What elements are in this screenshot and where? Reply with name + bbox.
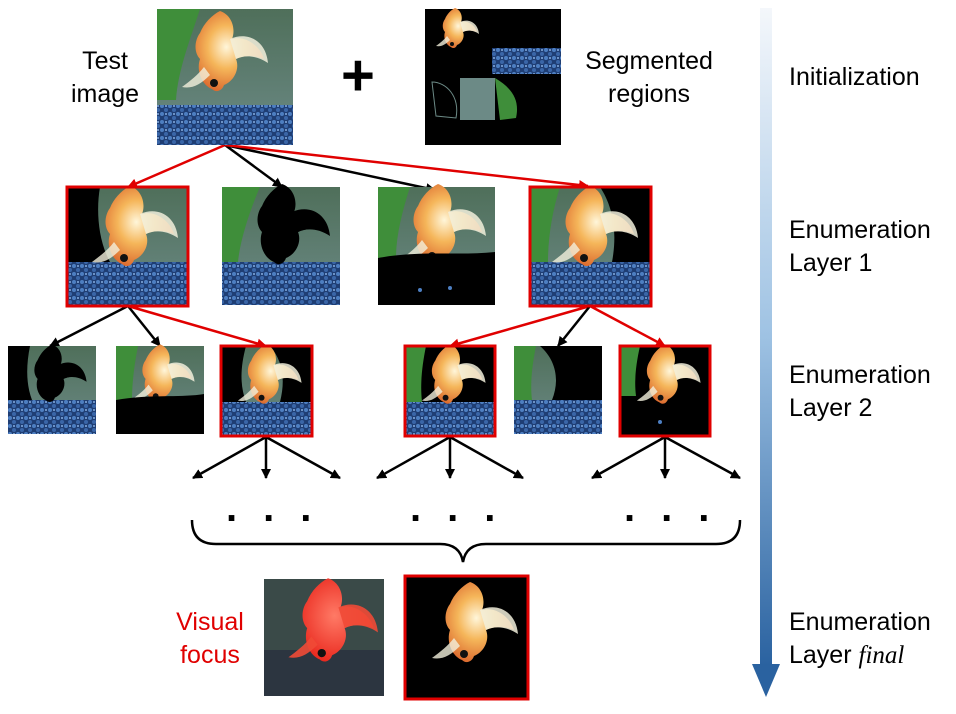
arrow-l1d-to-l2e (557, 305, 591, 347)
progress-bar (752, 8, 780, 697)
visual-focus-label: Visual focus (160, 606, 260, 672)
arrow-fan-1a (192, 435, 267, 480)
segmented-regions-label-line1: Segmented (585, 47, 713, 75)
arrow-root-to-l1-d (224, 143, 589, 190)
visual-focus-image (264, 578, 384, 696)
test-image-label: Test image (55, 45, 155, 111)
layer2-thumb-4-border (403, 344, 497, 438)
segmented-regions-label-line2: regions (608, 80, 690, 108)
layer1-thumb-3 (378, 184, 495, 305)
arrow-fan-1c (265, 435, 341, 480)
final-result-image-border (403, 574, 530, 701)
layer2-thumb-5 (514, 346, 602, 434)
arrow-l1a-to-l2c (127, 304, 267, 349)
layer2-connectors (192, 435, 741, 480)
layer1-thumb-2 (222, 184, 340, 305)
arrow-l1d-to-l2f (589, 304, 666, 348)
arrow-l1a-to-l2a (49, 304, 129, 348)
layer1-thumb-4-border (528, 185, 653, 308)
arrow-fan-2a (376, 435, 451, 480)
plus-sign: + (341, 43, 375, 108)
arrow-root-to-l1-a (127, 143, 226, 189)
root-connectors (127, 143, 589, 194)
stage-layer2-label: Enumeration Layer 2 (789, 359, 931, 425)
layer2-thumb-6 (618, 344, 712, 438)
grouping-brace (190, 519, 742, 563)
final-result-image (403, 574, 530, 701)
arrow-fan-3a (591, 435, 666, 480)
layer2-thumb-2 (116, 344, 204, 434)
ellipsis-1: ... (226, 486, 338, 530)
stage-final-line2: Layer final (789, 639, 931, 672)
layer1-thumb-1-border (65, 185, 190, 308)
test-image-label-line2: image (70, 80, 140, 108)
visual-focus-label-line2: focus (180, 641, 240, 669)
stage-initialization-label: Initialization (789, 63, 920, 91)
test-image-label-line1: Test (82, 47, 128, 75)
layer2-thumb-3-border (219, 344, 314, 438)
ellipsis-3: ... (624, 486, 736, 530)
arrow-l1d-to-l2d (449, 304, 591, 349)
layer2-thumb-4 (403, 344, 497, 438)
stage-final-label: Enumeration Layer final (789, 606, 931, 672)
stage-layer2-line1: Enumeration (789, 361, 931, 389)
progress-bar-shaft (760, 8, 772, 666)
arrow-root-to-l1-b (224, 143, 283, 189)
layer2-thumb-1 (8, 344, 96, 434)
arrow-root-to-l1-c (224, 143, 436, 194)
stage-layer2-line2: Layer 2 (789, 394, 873, 422)
ellipsis-2: ... (410, 486, 522, 530)
stage-layer1-label: Enumeration Layer 1 (789, 214, 931, 280)
arrow-fan-3c (664, 435, 741, 480)
arrow-fan-2c (449, 435, 524, 480)
layer2-thumb-6-border (618, 344, 712, 438)
stage-layer1-line2: Layer 1 (789, 249, 873, 277)
layer2-thumb-3 (219, 344, 314, 438)
segmented-regions-label: Segmented regions (566, 45, 732, 111)
progress-bar-arrowhead (752, 664, 780, 697)
layer1-connectors (49, 304, 666, 349)
layer1-thumb-4 (528, 185, 653, 308)
stage-layer1-line1: Enumeration (789, 216, 931, 244)
stage-final-layer-word: Layer (789, 641, 852, 669)
visual-focus-label-line1: Visual (176, 608, 244, 636)
segmented-regions-image (425, 8, 561, 145)
test-image (157, 9, 293, 145)
arrow-l1a-to-l2b (127, 305, 161, 347)
stage-final-line1: Enumeration (789, 608, 931, 636)
stage-final-italic-word: final (858, 642, 905, 669)
layer1-thumb-1 (65, 185, 190, 308)
